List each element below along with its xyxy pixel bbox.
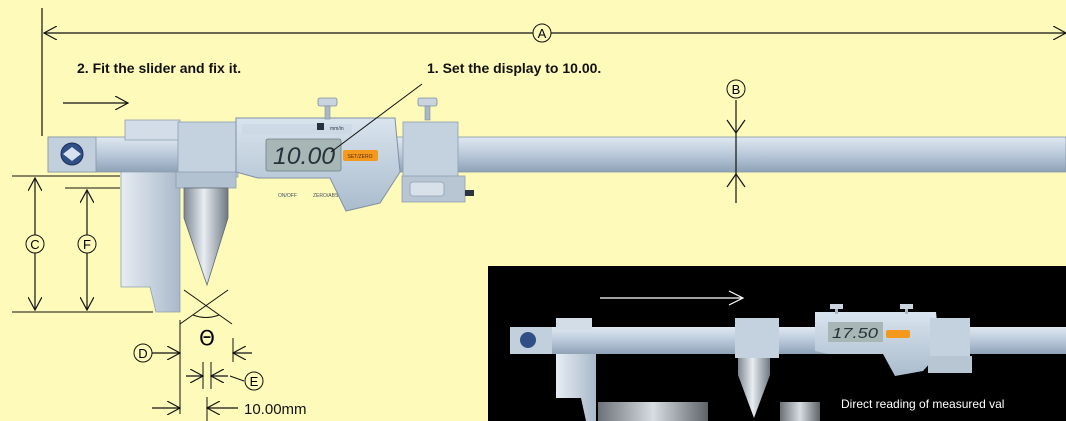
angle-symbol: Θ [199, 326, 215, 350]
instruction-step-1: 1. Set the display to 10.00. [427, 60, 602, 76]
dimension-b: B [726, 79, 746, 203]
dimension-f-letter: F [83, 237, 91, 252]
dimension-f: F [65, 187, 120, 310]
lcd-reading: 10.00 [273, 143, 336, 170]
fine-adjust-clamp [401, 97, 474, 203]
dimension-e: E [186, 362, 264, 391]
dimension-c: C [12, 175, 153, 313]
dimension-a-letter: A [538, 26, 547, 41]
inset-lcd-reading: 17.50 [832, 325, 879, 342]
instruction-1-leader [330, 83, 423, 153]
dimension-a-marker [532, 23, 552, 43]
inset-caption: Direct reading of measured val [841, 397, 1005, 411]
slider-assembly: mm/in 10.00 SET/ZERO ON/OFF ZERO/ABS [175, 97, 401, 287]
dimension-e-letter: E [250, 374, 259, 389]
dimension-d: D [133, 320, 252, 414]
offset-label: 10.00mm [244, 401, 307, 418]
dimension-a: A [41, 8, 1066, 136]
svg-text:mm/in: mm/in [330, 126, 344, 132]
fixed-jaw [120, 119, 181, 313]
dimension-b-letter: B [732, 82, 741, 97]
inset-photo: 17.50 [488, 266, 1066, 421]
instruction-step-2: 2. Fit the slider and fix it. [77, 60, 242, 76]
thumb-screw-1 [317, 97, 338, 107]
svg-text:SET/ZERO: SET/ZERO [347, 154, 372, 160]
dimension-d-letter: D [138, 346, 147, 361]
svg-text:ZERO/ABS: ZERO/ABS [313, 193, 339, 199]
offset-dimension [152, 397, 238, 421]
svg-text:ON/OFF: ON/OFF [278, 193, 297, 199]
lcd-screen [265, 138, 342, 172]
cone-point [183, 187, 229, 287]
thumb-screw-2 [417, 97, 438, 107]
dimension-c-letter: C [30, 237, 39, 252]
set-button [343, 150, 378, 161]
angle-theta: Θ [179, 289, 233, 350]
